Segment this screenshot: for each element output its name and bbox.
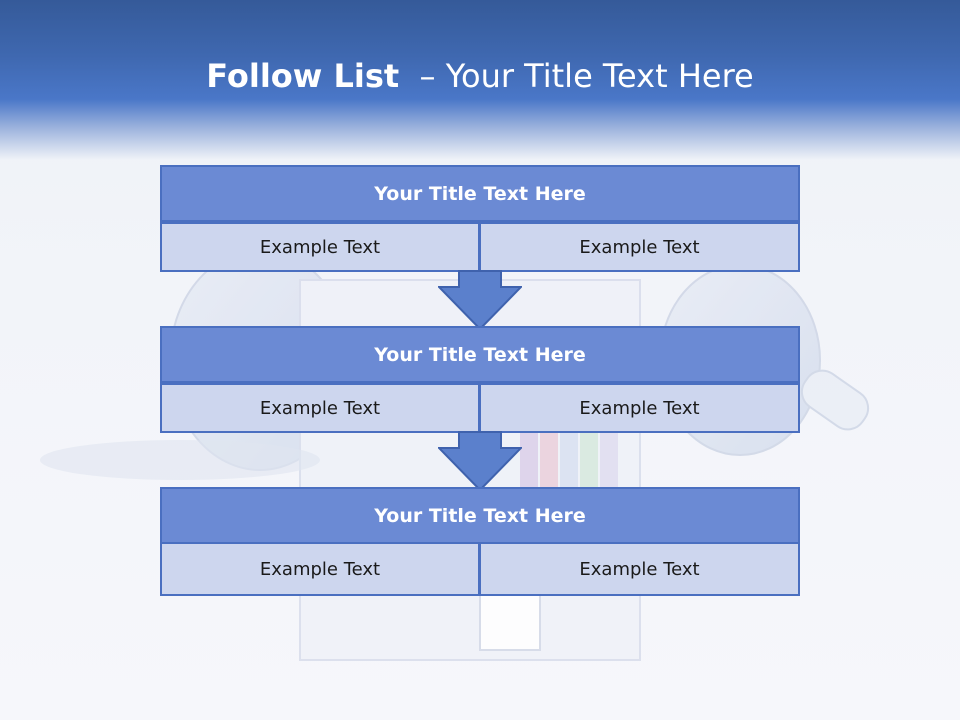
down-arrow-icon	[438, 270, 522, 330]
step-cell-right: Example Text	[480, 383, 800, 433]
step-cell-right: Example Text	[480, 222, 800, 272]
step-cell-left: Example Text	[160, 542, 480, 596]
step-title: Your Title Text Here	[160, 487, 800, 544]
step-title: Your Title Text Here	[160, 326, 800, 383]
header-band	[0, 0, 960, 160]
down-arrow-icon	[438, 431, 522, 491]
slide-title-rest: – Your Title Text Here	[399, 57, 754, 95]
step-title: Your Title Text Here	[160, 165, 800, 222]
slide-title: Follow List – Your Title Text Here	[0, 52, 960, 100]
step-cell-right: Example Text	[480, 542, 800, 596]
step-cell-left: Example Text	[160, 383, 480, 433]
step-cell-left: Example Text	[160, 222, 480, 272]
slide-title-bold: Follow List	[206, 57, 400, 95]
